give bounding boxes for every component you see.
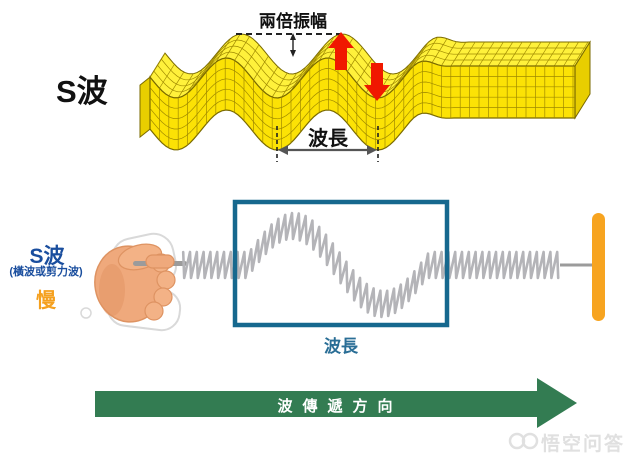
wavelength-label-top: 波長	[308, 128, 348, 150]
propagation-direction-label: 波傳遞方向	[277, 398, 403, 415]
wavelength-label-spring: 波長	[324, 337, 358, 356]
wavelength-highlight-box	[232, 199, 450, 328]
amplitude-measure-lines	[236, 33, 340, 57]
s-wave-name-label: S波	[29, 245, 65, 268]
slinky-spring	[181, 211, 592, 319]
watermark-logo-icon	[508, 432, 539, 450]
fixed-end-bar	[592, 213, 605, 321]
shaking-hand-illustration	[80, 232, 187, 332]
s-wave-title: S波	[56, 74, 108, 109]
s-wave-subtitle-label: (橫波或剪力波)	[9, 266, 83, 278]
double-amplitude-label: 兩倍振幅	[259, 12, 327, 31]
slow-speed-label: 慢	[36, 290, 56, 312]
propagation-direction-arrow	[95, 378, 577, 428]
shear-motion-arrows	[328, 32, 390, 101]
wavelength-measure-arrow	[276, 126, 379, 162]
watermark-text: 悟空问答	[541, 434, 626, 455]
